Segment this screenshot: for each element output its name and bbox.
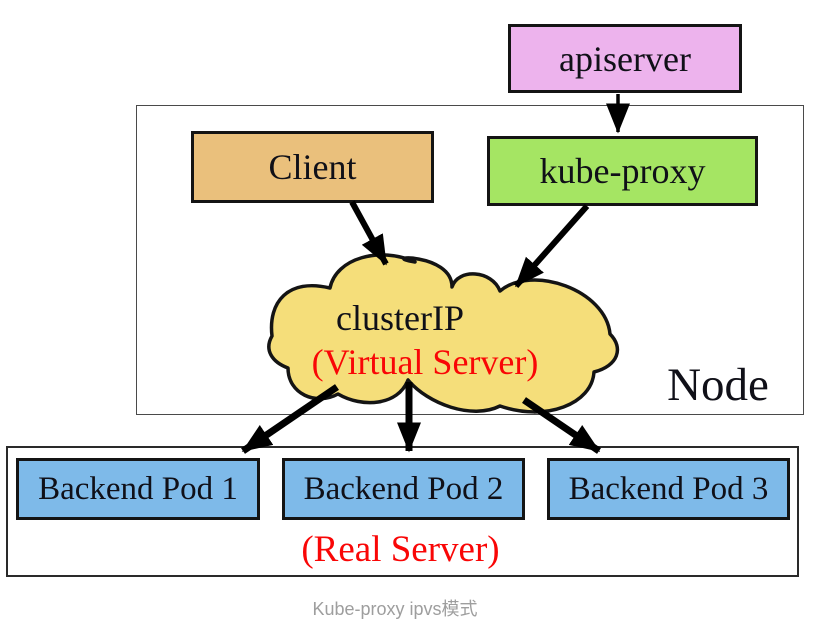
node-boundary-box: [136, 105, 804, 415]
backend-pod-2-node: Backend Pod 2: [282, 458, 525, 520]
cluster-ip-label: clusterIP: [336, 298, 464, 338]
client-node: Client: [191, 131, 434, 203]
apiserver-label: apiserver: [559, 38, 691, 79]
node-region-label: Node: [667, 359, 769, 411]
backend-pod-3-node: Backend Pod 3: [547, 458, 790, 520]
virtual-server-label: (Virtual Server): [311, 342, 539, 382]
real-server-region-label: (Real Server): [301, 529, 500, 570]
backend-pod-1-label: Backend Pod 1: [38, 470, 238, 507]
backend-pod-2-label: Backend Pod 2: [303, 470, 504, 507]
apiserver-node: apiserver: [508, 24, 742, 93]
backend-pod-1-node: Backend Pod 1: [16, 458, 260, 520]
client-label: Client: [268, 147, 357, 187]
kube-proxy-label: kube-proxy: [539, 151, 706, 191]
kube-proxy-node: kube-proxy: [487, 136, 758, 206]
backend-pod-3-label: Backend Pod 3: [568, 470, 769, 507]
figure-caption: Kube-proxy ipvs模式: [312, 599, 478, 619]
